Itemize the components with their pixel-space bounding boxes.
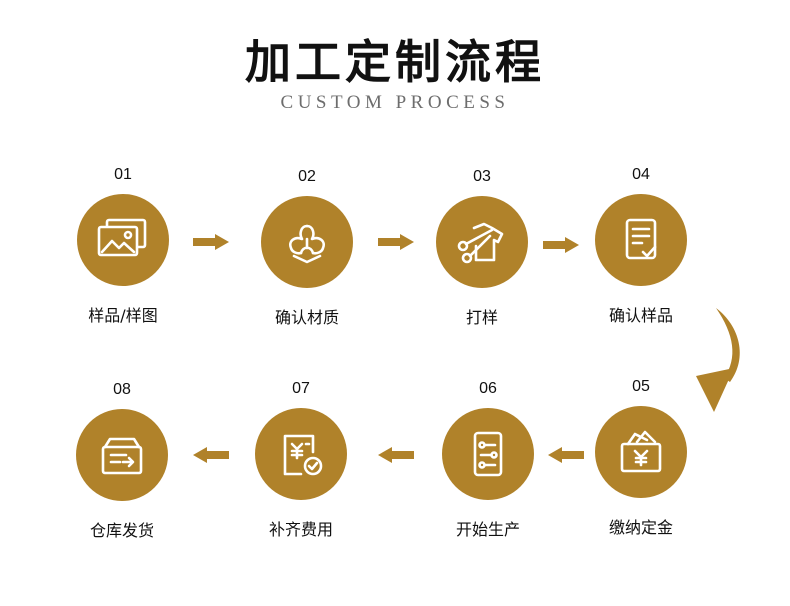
arrow-right-icon [543, 237, 579, 253]
step-number: 03 [473, 168, 491, 185]
production-panel-icon [442, 408, 534, 500]
step-label: 仓库发货 [89, 521, 154, 540]
step-label: 打样 [465, 308, 498, 327]
step-number: 05 [632, 378, 650, 395]
warehouse-box-icon [76, 409, 168, 501]
arrow-right-icon [378, 234, 414, 250]
arrow-right-icon [193, 234, 229, 250]
pictures-icon [77, 194, 169, 286]
shirt-scissors-icon [436, 196, 528, 288]
yuan-invoice-check-icon [255, 408, 347, 500]
step-number: 07 [292, 380, 310, 397]
page-title: 加工定制流程 [245, 35, 545, 89]
step-label: 开始生产 [455, 520, 520, 539]
step-number: 01 [114, 166, 132, 183]
step-label: 确认材质 [274, 308, 339, 327]
page-subtitle: CUSTOM PROCESS [280, 92, 510, 113]
step-number: 08 [113, 381, 131, 398]
arrow-left-icon [193, 447, 229, 463]
yuan-wallet-icon [595, 406, 687, 498]
cotton-flower-icon [261, 196, 353, 288]
step-number: 04 [632, 166, 650, 183]
step-label: 样品/样图 [88, 306, 158, 325]
step-label: 补齐费用 [268, 520, 333, 539]
step-label: 缴纳定金 [608, 518, 673, 537]
step-label: 确认样品 [608, 306, 673, 325]
step-number: 06 [479, 380, 497, 397]
arrow-left-icon [378, 447, 414, 463]
step-number: 02 [298, 168, 316, 185]
arrow-left-icon [548, 447, 584, 463]
curved-arrow-icon [696, 308, 740, 412]
checklist-document-icon [595, 194, 687, 286]
